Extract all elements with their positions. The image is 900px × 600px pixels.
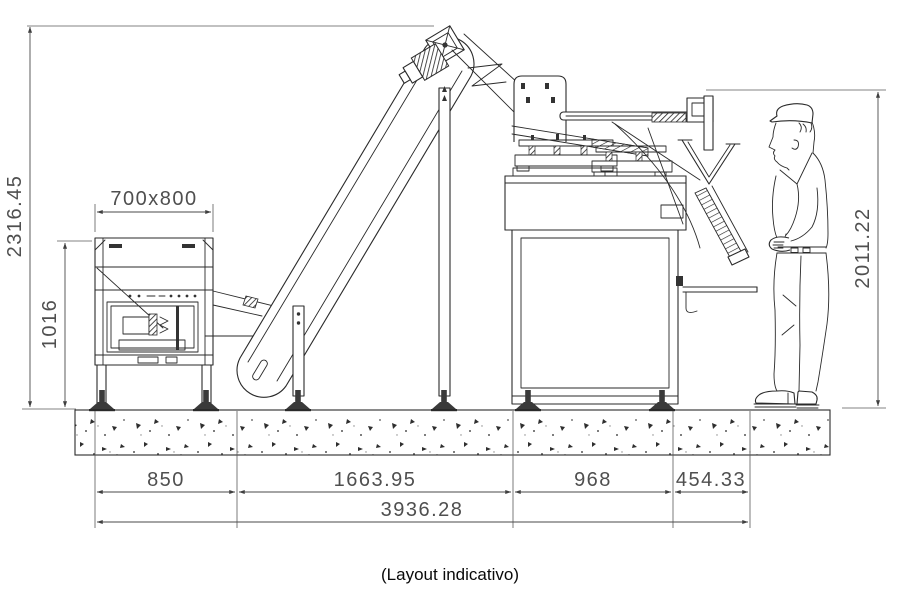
anchor-arrow-icon <box>442 86 447 101</box>
hair <box>798 122 813 133</box>
dim-label-hopper-footprint: 700x800 <box>110 188 197 210</box>
inclined-conveyor <box>236 25 553 412</box>
boot-slot-icon <box>252 359 268 381</box>
conveyor-support-legs <box>285 86 457 412</box>
hand <box>768 236 791 252</box>
cap <box>769 103 814 124</box>
handle-slot-icon <box>109 244 122 248</box>
control-dots <box>128 294 197 298</box>
trouser-back <box>815 252 830 392</box>
dimension-hopper-footprint: 700x800 <box>94 188 214 232</box>
dim-label-overall-length: 3936.28 <box>381 499 464 521</box>
floor-slab <box>74 409 831 456</box>
infeed-hopper <box>89 237 299 412</box>
dimension-machine-height: 2011.22 <box>706 89 886 409</box>
shoe <box>796 390 818 405</box>
dim-label-infeed-height: 1016 <box>39 299 61 350</box>
shoe <box>754 390 796 405</box>
drawing-caption: (Layout indicativo) <box>381 565 519 584</box>
dim-label-overall-height: 2316.45 <box>4 175 26 258</box>
conveyor-motor <box>398 25 465 84</box>
top-arm-assembly <box>559 95 714 151</box>
handle-slot-icon <box>182 244 195 248</box>
vent-icon <box>660 204 684 219</box>
operator-figure <box>753 103 830 409</box>
dimension-hopper-infeed-height: 1016 <box>39 240 92 408</box>
dim-label-conveyor-span: 1663.95 <box>334 469 417 491</box>
arm-grip <box>651 112 687 123</box>
panel-bolts <box>521 83 555 103</box>
face-profile <box>768 122 790 171</box>
dimension-bottom-chain: 850 1663.95 968 454.33 3936.28 <box>94 411 751 528</box>
ear <box>791 139 799 150</box>
dim-label-machine-height: 2011.22 <box>852 207 874 288</box>
dim-label-operator-span: 454.33 <box>676 469 746 491</box>
output-funnel <box>677 139 741 185</box>
work-table <box>676 276 758 313</box>
base-cabinet <box>511 229 679 412</box>
trouser-front <box>773 252 778 392</box>
dim-label-hopper-span: 850 <box>147 469 185 491</box>
dimension-overall-height: 2316.45 <box>4 25 434 410</box>
processing-machine <box>504 75 758 412</box>
infeed-panel <box>513 75 567 142</box>
press-unit-left <box>514 134 618 172</box>
arm-sleeve <box>790 187 819 242</box>
slide-chute <box>611 121 750 266</box>
belt <box>776 246 827 254</box>
dim-label-machine-span: 968 <box>574 469 612 491</box>
